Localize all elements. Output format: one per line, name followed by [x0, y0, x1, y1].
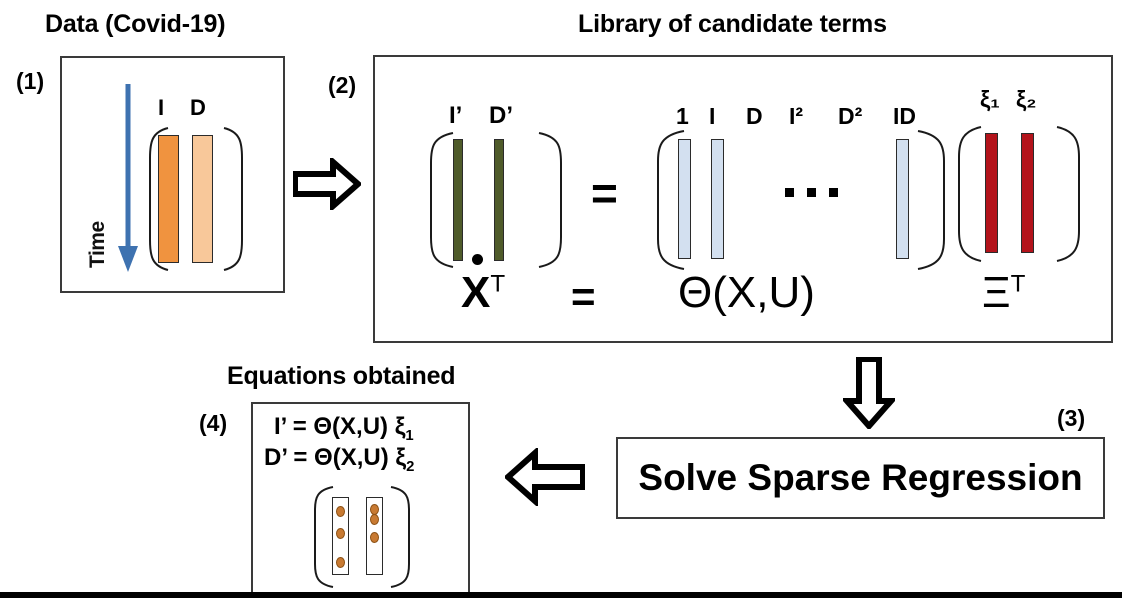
panel2-theta-bracket: [650, 127, 952, 273]
panel2-title: Library of candidate terms: [578, 10, 887, 38]
time-arrow-icon: [116, 84, 140, 274]
panel2-xi-bar-2: [1021, 133, 1034, 253]
panel2-step-number: (2): [328, 72, 357, 98]
panel2-theta-bar-1: [678, 139, 691, 259]
panel2-xi-label-2: ξ₂: [1016, 86, 1037, 112]
arrow-library-to-solve-icon: [843, 357, 895, 429]
panel2-symbolic-xi: ΞT: [982, 268, 1026, 317]
sparse-dot: [336, 528, 345, 539]
panel3-box[interactable]: Solve Sparse Regression: [616, 437, 1105, 519]
panel2-lhs-label-D-prime: D’: [489, 102, 513, 129]
panel2-xi-label-1: ξ₁: [980, 86, 1000, 112]
panel4-equation-1: I’ = Θ(X,U) ξ1: [274, 413, 414, 444]
panel4-title: Equations obtained: [227, 362, 456, 390]
panel2-theta-bar-I: [711, 139, 724, 259]
panel2-theta-label-D2: D²: [838, 103, 863, 129]
panel4-sparse-vector-xi2: [366, 497, 383, 575]
sparse-dot: [370, 514, 379, 525]
panel2-symbolic-equals: =: [571, 273, 596, 320]
panel2-theta-label-ID: ID: [893, 103, 916, 129]
panel3-step-number: (3): [1057, 405, 1086, 431]
panel2-lhs-bar-I-prime: [453, 139, 463, 261]
panel2-lhs-bar-D-prime: [494, 139, 504, 261]
panel2-theta-ellipsis: [785, 188, 838, 197]
panel1-box: Time I D: [60, 56, 285, 293]
panel1-data-bar-I: [158, 135, 179, 263]
panel2-theta-label-D: D: [746, 103, 763, 129]
sparse-dot: [336, 506, 345, 517]
panel1-column-label-I: I: [158, 95, 165, 120]
solve-sparse-regression-label: Solve Sparse Regression: [638, 457, 1083, 498]
panel1-matrix-bracket: [146, 124, 246, 274]
panel1-step-number: (1): [16, 68, 45, 94]
panel2-theta-bar-ID: [896, 139, 909, 259]
panel2-theta-label-I2: I²: [789, 103, 804, 129]
sparse-dot: [370, 532, 379, 543]
panel2-symbolic-theta: Θ(X,U): [678, 268, 815, 317]
panel4-box: I’ = Θ(X,U) ξ1 D’ = Θ(X,U) ξ2: [251, 402, 470, 592]
panel2-lhs-label-I-prime: I’: [449, 102, 463, 129]
panel4-sparse-bracket: [307, 484, 417, 590]
arrow-solve-to-equations-icon: [505, 448, 585, 506]
xdot-dot-accent: [472, 254, 483, 265]
panel2-symbolic-xdot: XT: [461, 254, 505, 315]
panel1-column-label-D: D: [190, 95, 206, 120]
panel4-sparse-vector-xi1: [332, 497, 349, 575]
panel2-xi-bar-1: [985, 133, 998, 253]
panel1-data-bar-D: [192, 135, 213, 263]
panel2-theta-label-1: 1: [676, 103, 689, 129]
panel4-step-number: (4): [199, 410, 228, 436]
sparse-dot: [336, 557, 345, 568]
time-axis-label: Time: [86, 221, 109, 268]
panel2-equals-sign: =: [591, 167, 618, 219]
panel2-box: I’ D’ = 1 I D I² D² ID: [373, 55, 1113, 343]
panel1-title: Data (Covid-19): [45, 10, 226, 38]
arrow-data-to-library-icon: [293, 158, 361, 210]
panel2-lhs-bracket: [423, 129, 569, 271]
panel2-xi-bracket: [953, 123, 1085, 265]
panel2-theta-label-I: I: [709, 103, 716, 129]
panel4-equation-2: D’ = Θ(X,U) ξ2: [264, 444, 415, 475]
